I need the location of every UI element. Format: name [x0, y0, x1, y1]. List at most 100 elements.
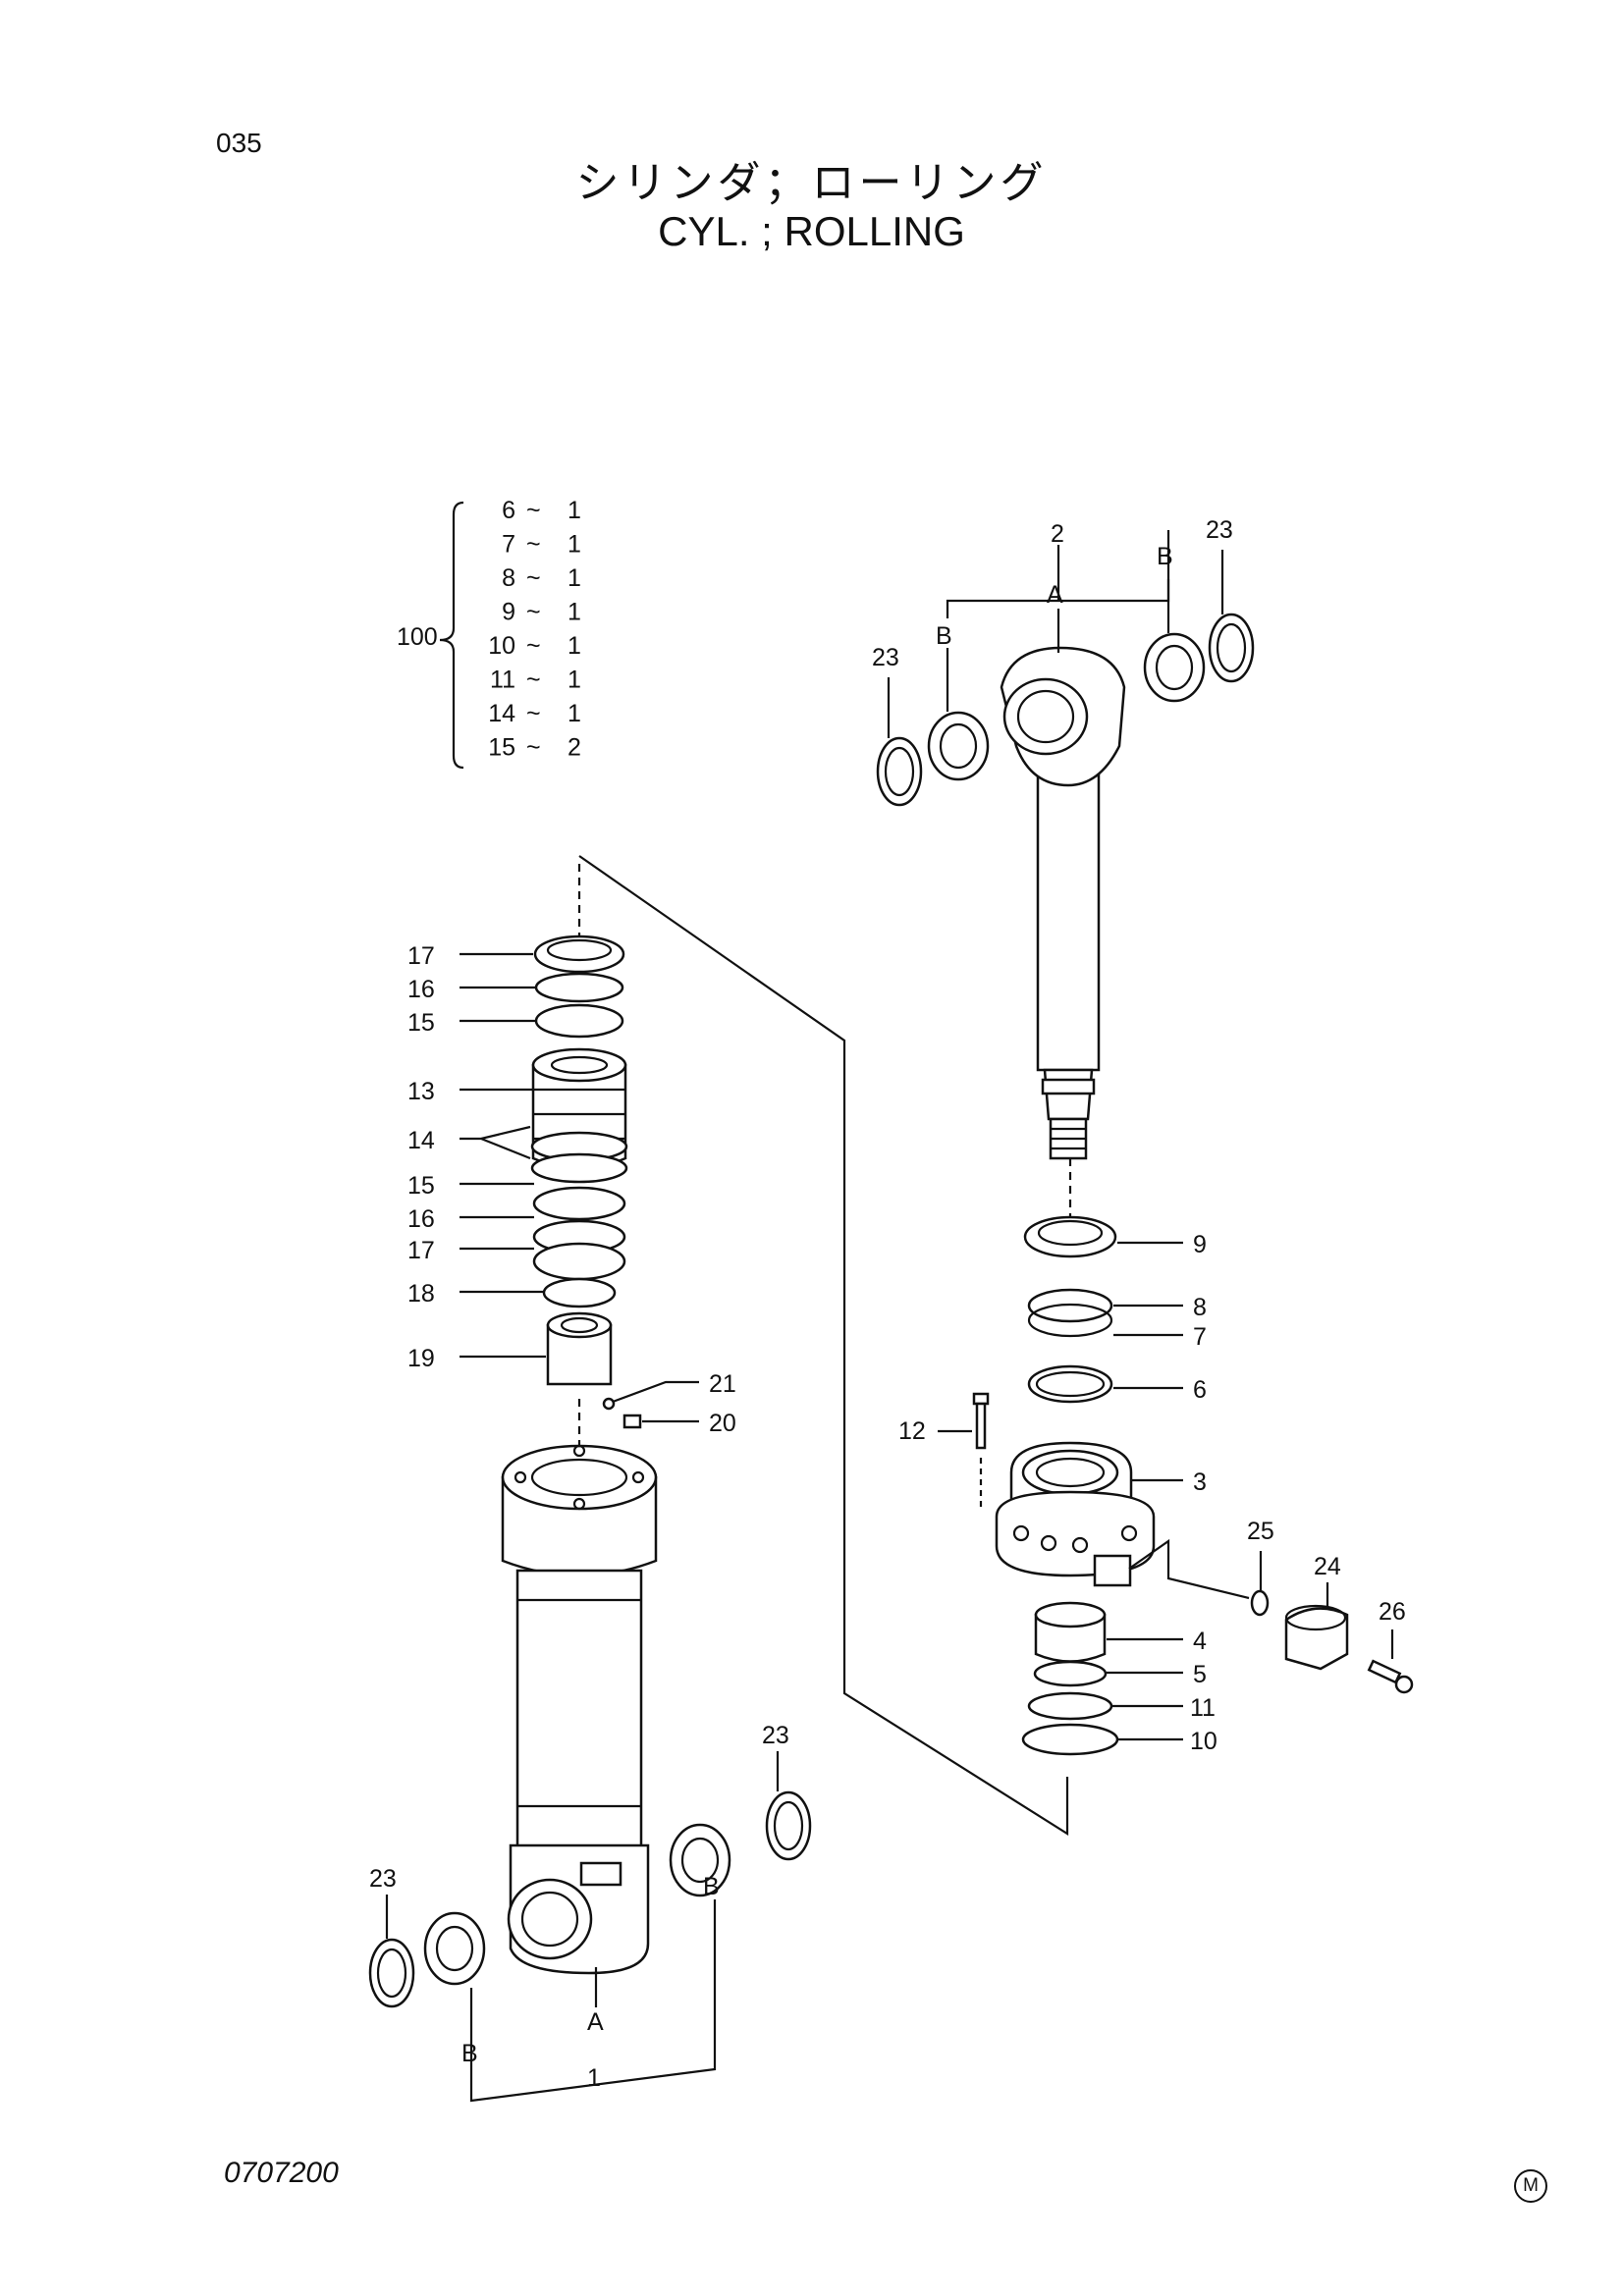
- callout-11: 11: [1190, 1694, 1216, 1722]
- callout-17-bottom: 17: [407, 1237, 435, 1264]
- dust-seal-23-bottom-left-inner: [376, 1948, 407, 1999]
- m-mark-symbol: M: [1514, 2169, 1547, 2203]
- part-18-ring: [542, 1277, 617, 1308]
- part-15-ring-top: [534, 1003, 624, 1039]
- flange-bolt-hole: [1120, 1524, 1138, 1542]
- leader-14: [460, 1125, 531, 1160]
- bracket-bottom: [469, 1899, 717, 2103]
- flange-bolt-hole: [514, 1470, 527, 1484]
- part-13-piston-bore: [550, 1055, 609, 1075]
- kit-row: 7~1: [502, 531, 581, 559]
- callout-25: 25: [1247, 1518, 1274, 1545]
- bushing-b-bottom-left-bore: [435, 1925, 474, 1972]
- kit-list: 100 6~17~18~19~110~111~114~115~2: [397, 497, 581, 770]
- part-9-seal-inner: [1037, 1219, 1104, 1247]
- kit-part-number: 14: [488, 700, 515, 727]
- callout-21: 21: [709, 1370, 736, 1398]
- part-14-ring-b: [530, 1152, 628, 1184]
- tube-barrel: [515, 1569, 643, 1867]
- flange-bolt-hole: [631, 1470, 645, 1484]
- cylinder-tube: [368, 1399, 812, 2103]
- callout-a-top: A: [1047, 581, 1063, 609]
- kit-separator: ~: [526, 700, 541, 727]
- rod-eye-bore: [1002, 677, 1089, 756]
- kit-quantity: 1: [568, 531, 581, 559]
- document-number: 0707200: [224, 2157, 339, 2189]
- part-19-nut-bore: [560, 1316, 599, 1334]
- valve-leader: [1128, 1538, 1250, 1600]
- callout-15-top: 15: [407, 1009, 435, 1037]
- kit-part-number: 6: [502, 497, 515, 524]
- kit-row: 9~1: [502, 599, 581, 626]
- callout-12: 12: [898, 1417, 926, 1445]
- callout-24: 24: [1314, 1553, 1341, 1580]
- part-26-screw: [1367, 1659, 1402, 1684]
- part-26-head: [1394, 1675, 1414, 1694]
- callout-9: 9: [1193, 1231, 1207, 1258]
- dust-seal-23-bottom-right-inner: [773, 1800, 804, 1851]
- flange-bolt-hole: [572, 1444, 586, 1458]
- base-lug: [579, 1861, 622, 1887]
- part-20-screw: [622, 1414, 642, 1429]
- callout-5: 5: [1193, 1661, 1207, 1688]
- part-13-piston-top: [531, 1047, 627, 1083]
- part-3-gland-bore: [1035, 1457, 1106, 1488]
- bushing-b-left-bore: [939, 722, 978, 770]
- callout-23-top-left: 23: [872, 644, 899, 671]
- part-10-ring: [1021, 1723, 1119, 1756]
- leader-21: [612, 1380, 699, 1404]
- callout-b-top-right: B: [1157, 543, 1173, 570]
- kit-quantity: 1: [568, 564, 581, 592]
- callout-a-bottom: A: [587, 2008, 604, 2036]
- callout-19: 19: [407, 1345, 435, 1372]
- bushing-b-bottom-right-bore: [680, 1837, 720, 1884]
- kit-separator: ~: [526, 531, 541, 559]
- kit-separator: ~: [526, 632, 541, 660]
- part-16-ring-top: [534, 972, 624, 1003]
- piston-rod-shaft: [1036, 774, 1101, 1072]
- rod-assembly: [876, 530, 1255, 1160]
- page-code: 035: [216, 128, 262, 158]
- callout-16-bottom: 16: [407, 1205, 435, 1233]
- part-12-bolt-shank: [975, 1402, 987, 1450]
- kit-separator: ~: [526, 734, 541, 762]
- kit-quantity: 1: [568, 632, 581, 660]
- kit-row: 10~1: [488, 632, 581, 660]
- rod-groove: [1041, 1078, 1096, 1095]
- callout-18: 18: [407, 1280, 435, 1308]
- part-25-oring: [1250, 1589, 1270, 1617]
- flange-bolt-hole: [1040, 1534, 1057, 1552]
- kit-quantity: 1: [568, 700, 581, 727]
- callout-16-top: 16: [407, 976, 435, 1003]
- kit-brace: [439, 501, 464, 770]
- kit-separator: ~: [526, 599, 541, 626]
- part-9-seal: [1023, 1215, 1117, 1258]
- kit-row: 6~1: [502, 497, 581, 524]
- callout-2: 2: [1051, 520, 1064, 548]
- bushing-b-bottom-right: [669, 1823, 731, 1897]
- callout-17-top: 17: [407, 942, 435, 970]
- kit-part-number: 11: [490, 667, 515, 694]
- part-24-valve-top: [1284, 1604, 1347, 1631]
- part-17-ring-top-inner: [546, 938, 613, 962]
- bushing-b-right-bore: [1155, 644, 1194, 691]
- base-eye-bore-inner: [520, 1891, 579, 1948]
- kit-row: 15~2: [488, 734, 581, 762]
- title-english: CYL. ; ROLLING: [658, 208, 965, 254]
- callout-labels: 2 A B B 23 23 9 8 7 6 12 3 4 5 11 10 25 …: [369, 516, 1406, 2092]
- bushing-b-left: [927, 711, 990, 781]
- part-17-ring-top: [533, 934, 625, 974]
- kit-separator: ~: [526, 497, 541, 524]
- flange-bolt-hole: [1012, 1524, 1030, 1542]
- callout-10: 10: [1190, 1728, 1217, 1755]
- piston-stack-left: [460, 864, 699, 1429]
- tube-flange-bore: [530, 1458, 628, 1497]
- kit-row: 14 ~1: [488, 700, 581, 727]
- kit-row: 8~1: [502, 564, 581, 592]
- part-4-bushing-top: [1034, 1601, 1107, 1629]
- part-5-ring: [1033, 1660, 1108, 1687]
- assembly-connector-line: [578, 855, 1069, 1836]
- kit-rows: 6~17~18~19~110~111~114~115~2: [488, 497, 581, 762]
- callout-1: 1: [587, 2064, 601, 2092]
